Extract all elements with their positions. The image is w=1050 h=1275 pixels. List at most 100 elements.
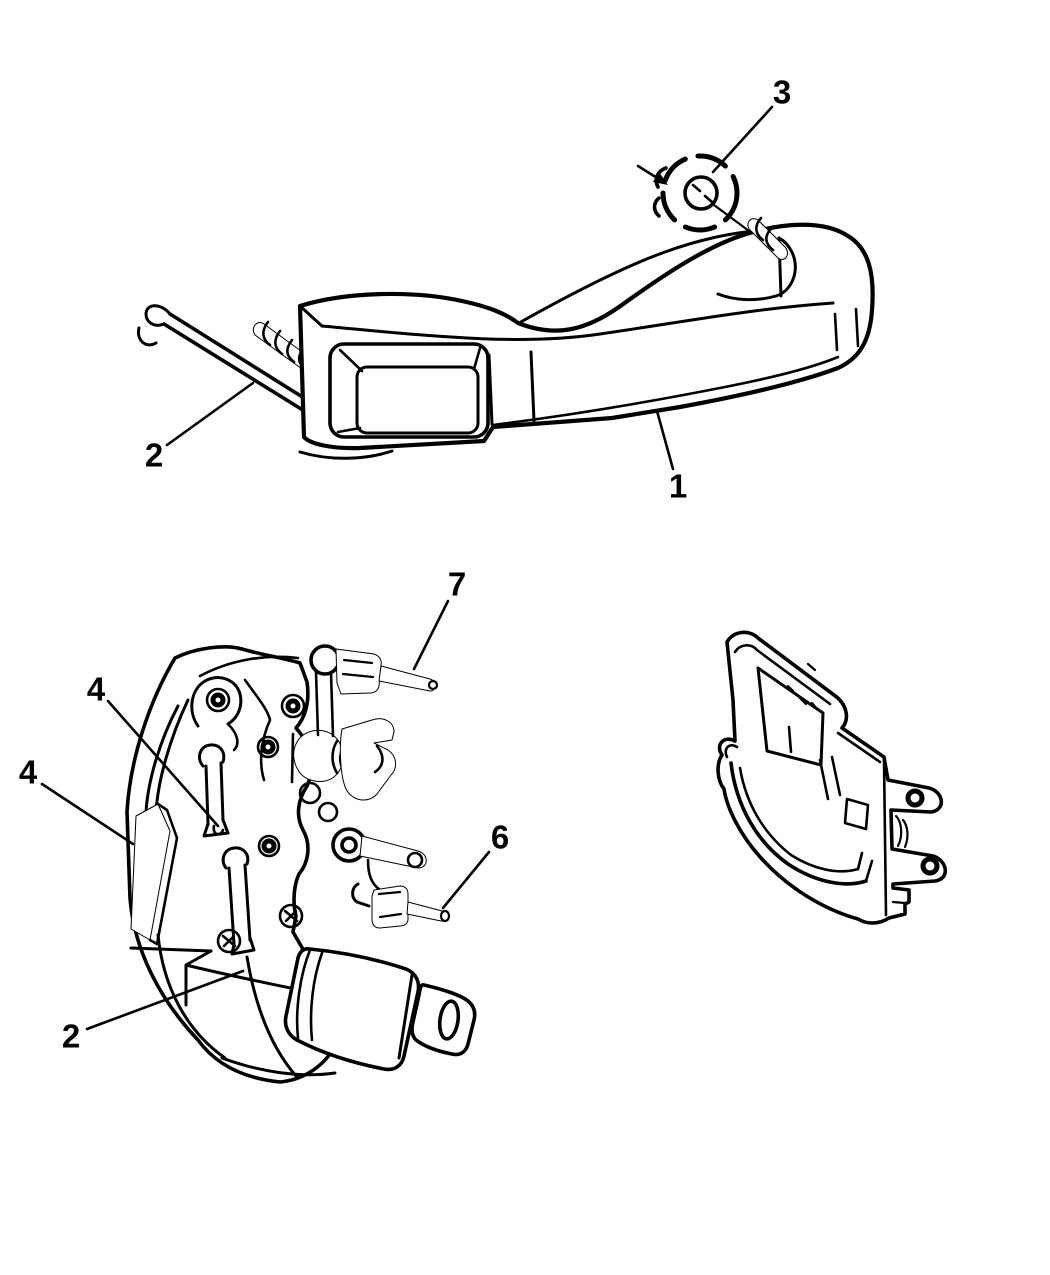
bezel-right-face bbox=[836, 731, 882, 764]
callout-4-side-label: 4 bbox=[19, 754, 38, 791]
handle-assembly bbox=[136, 153, 875, 460]
strap-side bbox=[227, 866, 236, 946]
upper-bracket bbox=[190, 676, 243, 728]
bezel-handle-end bbox=[864, 859, 874, 883]
strap-hook bbox=[198, 743, 226, 768]
strap-side bbox=[243, 863, 252, 942]
callout-7-leader bbox=[412, 599, 450, 671]
base-step-line bbox=[487, 353, 494, 426]
handle-rod bbox=[162, 322, 308, 414]
bezel-back-wall bbox=[787, 725, 793, 754]
boss-edge bbox=[472, 346, 482, 371]
stud-threads bbox=[286, 338, 296, 364]
handle-stud-right bbox=[747, 218, 788, 260]
bezel-handle-bump bbox=[724, 744, 739, 759]
housing-face-line bbox=[243, 678, 272, 782]
latch-lower-rod-clip bbox=[351, 882, 451, 929]
housing-top-line bbox=[198, 655, 300, 678]
ring-inner bbox=[261, 838, 277, 854]
latch-upper-rod bbox=[378, 665, 436, 692]
ring-outer bbox=[280, 693, 306, 719]
handle-base-boss bbox=[328, 342, 490, 439]
clip-strap-lower bbox=[221, 846, 256, 956]
stud-threads bbox=[274, 329, 284, 356]
clip-body bbox=[335, 648, 382, 695]
handle-rod bbox=[168, 312, 314, 405]
handle-inner-edge bbox=[517, 229, 762, 325]
clip-body-line bbox=[341, 672, 375, 679]
callout-4-upper-label: 4 bbox=[87, 671, 106, 708]
callout-4-upper-leader bbox=[106, 699, 220, 828]
clip-tail bbox=[329, 671, 335, 738]
callout-1-label: 1 bbox=[669, 468, 687, 505]
mount-ring bbox=[256, 735, 280, 759]
lever-leg bbox=[366, 858, 382, 892]
pivot-circle bbox=[317, 801, 339, 823]
lever-arm-hole bbox=[406, 851, 424, 869]
rod-hook-end bbox=[136, 326, 158, 347]
handle-end-tick bbox=[833, 312, 839, 352]
actuator-rib bbox=[309, 951, 324, 1042]
handle-end-tick bbox=[854, 307, 860, 348]
boss-edge bbox=[338, 348, 364, 373]
handle-base-boss-face bbox=[355, 365, 480, 435]
grommet-outer-ring bbox=[660, 153, 740, 233]
ring-inner bbox=[260, 739, 276, 755]
clip-block-line bbox=[378, 912, 403, 919]
bezel-hatch bbox=[806, 662, 817, 672]
pivot-lever bbox=[331, 827, 427, 892]
callout-7-label: 7 bbox=[448, 566, 466, 603]
boss-edge bbox=[336, 426, 362, 434]
actuator-plug bbox=[410, 983, 477, 1057]
mount-tab-upper-hole bbox=[905, 788, 925, 808]
strap-foot bbox=[230, 936, 256, 956]
housing-left-rail bbox=[144, 704, 180, 814]
callout-2-bottom-leader bbox=[85, 969, 245, 1031]
callout-6-label: 6 bbox=[491, 819, 509, 856]
callout-2-bottom-label: 2 bbox=[62, 1018, 80, 1055]
lock-cylinder bbox=[293, 729, 344, 782]
cylinder-bracket bbox=[290, 732, 295, 784]
lever-hub-hole bbox=[340, 836, 358, 854]
mount-ring bbox=[205, 687, 231, 713]
upper-bracket bbox=[226, 722, 239, 752]
handle-chamfer-line bbox=[320, 301, 835, 341]
callout-2-top-label: 2 bbox=[145, 437, 163, 474]
clip-strap-upper bbox=[198, 743, 230, 838]
screw-outer bbox=[216, 928, 242, 954]
actuator-collar bbox=[397, 973, 414, 1060]
bezel-face-mark bbox=[901, 818, 909, 849]
lock-actuator bbox=[283, 947, 477, 1072]
housing-bottom-edge bbox=[220, 1056, 337, 1077]
screw-outer bbox=[278, 903, 304, 929]
callout-3-label: 3 bbox=[773, 74, 791, 111]
grommet-slot bbox=[691, 183, 702, 193]
cylinder-rib bbox=[331, 739, 339, 775]
mount-ring bbox=[257, 834, 281, 858]
clip-block-line bbox=[377, 890, 402, 896]
pad-edge bbox=[148, 802, 179, 946]
bezel-hatch bbox=[786, 684, 795, 693]
grommet-inner-hole bbox=[683, 175, 719, 211]
actuator-rib bbox=[295, 948, 312, 1040]
handle-underside-line bbox=[491, 355, 840, 427]
bezel-handle-end bbox=[856, 851, 864, 871]
base-step-line bbox=[529, 350, 536, 423]
pad-front bbox=[130, 803, 171, 941]
bezel-right-face bbox=[882, 758, 888, 917]
clip-bracket bbox=[351, 882, 371, 908]
bezel-hatch bbox=[797, 695, 808, 706]
bezel-hatch bbox=[810, 701, 819, 711]
grommet-slot bbox=[703, 194, 714, 204]
ring-outer bbox=[257, 834, 281, 858]
screw-head bbox=[278, 903, 304, 929]
grommet-flange bbox=[652, 196, 661, 218]
ring-inner bbox=[285, 698, 301, 714]
bezel-inner-edge bbox=[733, 644, 832, 706]
bezel bbox=[716, 630, 948, 925]
handle-hook-inner bbox=[716, 236, 797, 302]
latch-upper-rod-clip bbox=[309, 644, 439, 738]
bezel-handle-inner bbox=[729, 761, 868, 886]
